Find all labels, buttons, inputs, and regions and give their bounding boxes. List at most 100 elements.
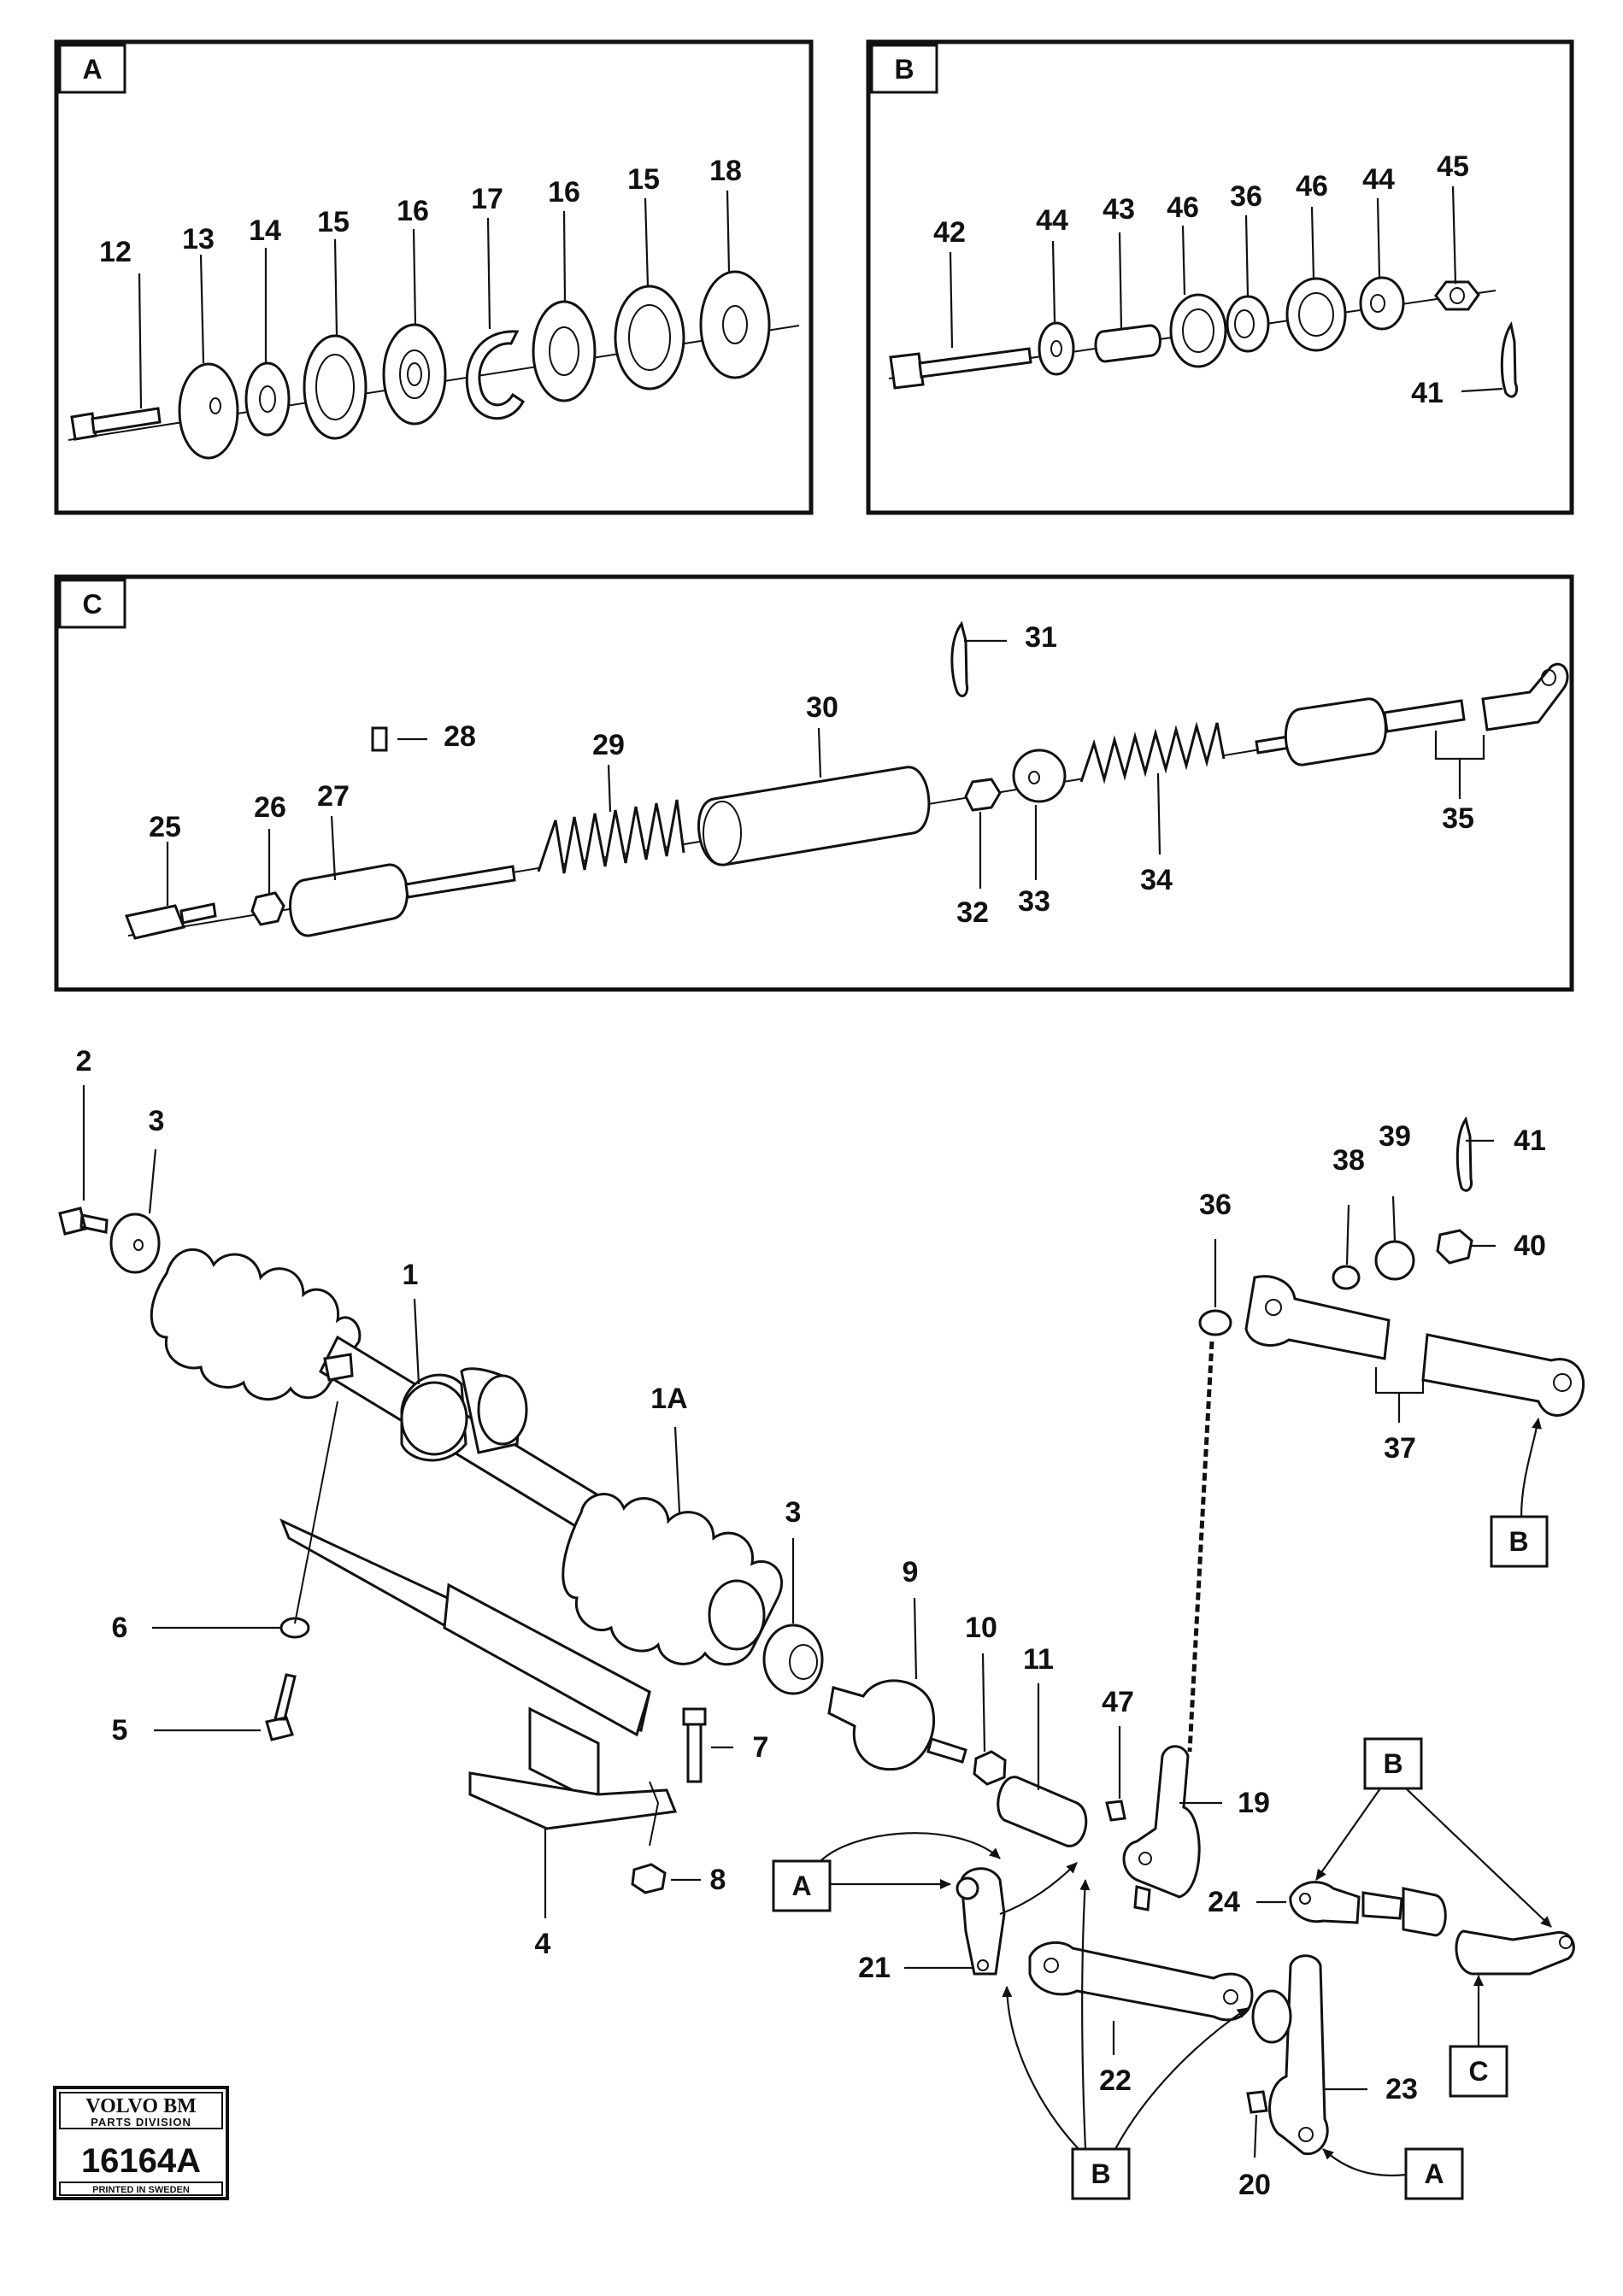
callout-a14: 14 xyxy=(249,214,281,247)
callouts-panel-c: 25 26 27 28 29 30 31 32 33 34 35 xyxy=(149,621,1474,929)
callout-a12: 12 xyxy=(99,236,132,268)
callout-38: 38 xyxy=(1332,1144,1365,1177)
part-47-grease-nipple xyxy=(1105,1800,1126,1822)
callout-7: 7 xyxy=(753,1731,769,1764)
callout-c32: 32 xyxy=(956,896,989,929)
callout-a17: 17 xyxy=(471,183,503,215)
part-b46b-bushing xyxy=(1285,277,1347,352)
callout-23: 23 xyxy=(1385,2073,1418,2105)
callout-1a: 1A xyxy=(650,1383,687,1415)
part-c34-spring xyxy=(1079,721,1226,784)
callout-b46b: 46 xyxy=(1296,170,1328,203)
part-3b-washer xyxy=(762,1624,824,1695)
callout-11: 11 xyxy=(1023,1643,1054,1676)
part-39-washer xyxy=(1374,1240,1415,1281)
logo-footer: PRINTED IN SWEDEN xyxy=(92,2185,190,2195)
callout-b44: 44 xyxy=(1036,204,1068,237)
callout-b44b: 44 xyxy=(1362,163,1395,196)
callout-c30: 30 xyxy=(806,691,838,724)
panel-a-tag: A xyxy=(82,54,102,85)
callout-40: 40 xyxy=(1514,1230,1546,1262)
part-a16b-bearing xyxy=(532,300,597,402)
callout-19: 19 xyxy=(1238,1787,1270,1819)
part-a14-washer xyxy=(244,361,291,437)
callout-c31: 31 xyxy=(1025,621,1057,654)
part-4-mounting-bracket xyxy=(279,1518,678,1830)
part-40-nut xyxy=(1436,1229,1473,1265)
part-c35-rod-end xyxy=(1255,663,1569,766)
part-10-nut xyxy=(973,1750,1007,1786)
callout-24: 24 xyxy=(1208,1886,1240,1918)
callout-21: 21 xyxy=(858,1952,891,1984)
callout-c28: 28 xyxy=(444,720,476,753)
ref-box-c xyxy=(1449,2045,1508,2098)
part-22-link xyxy=(1028,1941,1254,2022)
ref-box-a-bottom-label: A xyxy=(1424,2158,1444,2189)
main-assembly: 2 3 1 1A 3 9 10 11 6 5 7 8 4 36 38 39 41… xyxy=(58,1045,1585,2201)
panel-c: C xyxy=(54,574,1574,992)
panel-c-tag-box xyxy=(58,578,126,629)
callout-b36: 36 xyxy=(1230,180,1262,213)
callout-b43: 43 xyxy=(1103,193,1135,226)
part-37-rod xyxy=(1244,1275,1585,1417)
part-23-lever xyxy=(1251,1954,1329,2156)
callout-a13: 13 xyxy=(182,223,215,255)
part-a18-washer xyxy=(699,270,771,379)
ref-box-a-bottom xyxy=(1404,2147,1464,2200)
part-6-washer xyxy=(279,1617,310,1639)
callout-c29: 29 xyxy=(592,729,625,761)
ref-box-b-right-label: B xyxy=(1508,1526,1528,1557)
callout-a18: 18 xyxy=(709,155,742,187)
callout-6: 6 xyxy=(112,1612,128,1644)
callout-10: 10 xyxy=(965,1612,997,1644)
callout-b46: 46 xyxy=(1167,191,1199,224)
ref-box-b-top-label: B xyxy=(1383,1748,1402,1779)
part-b36-spacer xyxy=(1226,295,1270,353)
logo-division: PARTS DIVISION xyxy=(91,2116,191,2129)
callouts-panel-b: 42 44 43 46 36 46 44 45 41 xyxy=(933,150,1469,409)
panel-a-tag-box xyxy=(58,44,126,94)
ref-box-b-top xyxy=(1363,1737,1423,1790)
panel-b-tag: B xyxy=(894,54,914,85)
callout-39: 39 xyxy=(1379,1120,1411,1153)
part-b41-cotter-pin xyxy=(1500,321,1519,398)
part-a16-bearing xyxy=(382,323,447,426)
part-b42-bolt xyxy=(889,347,1032,390)
part-9-ball-joint xyxy=(827,1679,936,1771)
panel-b: B 42 44 43 46 36 xyxy=(866,39,1574,515)
callout-4: 4 xyxy=(535,1928,551,1960)
part-7-bolt xyxy=(682,1707,707,1783)
part-c27-housing xyxy=(289,863,516,937)
part-b43-sleeve xyxy=(1094,324,1161,363)
callout-c27: 27 xyxy=(317,780,350,813)
part-c28-grease-nipple xyxy=(371,726,388,752)
part-b45-nut xyxy=(1434,280,1480,311)
ref-box-b-bottom xyxy=(1071,2147,1131,2200)
callout-20: 20 xyxy=(1238,2169,1271,2201)
part-c29-spring xyxy=(537,799,685,874)
logo-brand: VOLVO BM xyxy=(85,2095,197,2117)
callout-47: 47 xyxy=(1102,1686,1134,1718)
part-a15-seal xyxy=(303,334,368,440)
callout-22: 22 xyxy=(1099,2064,1132,2097)
callout-41: 41 xyxy=(1514,1125,1546,1157)
part-11-clevis xyxy=(997,1776,1088,1847)
part-c25-clevis xyxy=(124,902,217,940)
ref-box-c-label: C xyxy=(1468,2056,1488,2087)
callout-3b: 3 xyxy=(785,1496,802,1529)
part-5-bolt xyxy=(265,1673,297,1741)
part-24-adjuster xyxy=(1289,1881,1575,1976)
part-19-lever xyxy=(1122,1745,1201,1911)
volvo-bm-logo: VOLVO BM PARTS DIVISION 16164A PRINTED I… xyxy=(53,2086,229,2200)
logo-number: 16164A xyxy=(81,2142,201,2180)
callout-8: 8 xyxy=(710,1864,726,1896)
part-8-nut xyxy=(631,1863,667,1894)
ref-box-a-left-label: A xyxy=(791,1870,811,1901)
callouts-panel-a: 12 13 14 15 16 17 16 15 18 xyxy=(99,155,742,268)
part-c30-tube xyxy=(697,766,931,866)
callouts-main: 2 3 1 1A 3 9 10 11 6 5 7 8 4 36 38 39 41… xyxy=(76,1045,1546,2201)
callout-c26: 26 xyxy=(254,791,286,824)
callout-c33: 33 xyxy=(1018,885,1050,918)
panel-c-tag: C xyxy=(82,589,102,620)
